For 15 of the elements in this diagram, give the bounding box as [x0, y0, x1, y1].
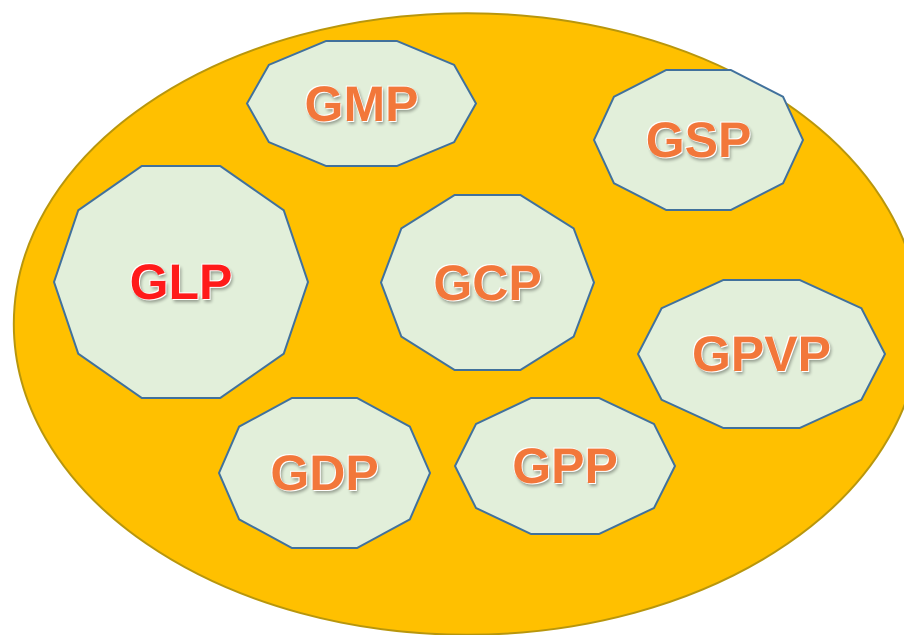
ellipse-background: [12, 12, 904, 635]
decagon-shape: [247, 41, 476, 166]
decagon-shape: [381, 195, 594, 370]
node-label: GLP: [130, 257, 232, 307]
decagon-shape: [638, 280, 885, 428]
node-label: GPP: [512, 441, 618, 491]
node-label: GPVP: [692, 329, 831, 379]
decagon-shape: [594, 70, 803, 210]
decagon-shape: [455, 398, 675, 534]
node-label: GMP: [304, 78, 418, 128]
decagon-shape: [219, 398, 430, 548]
node-label: GCP: [433, 258, 542, 308]
decagon-shape: [54, 166, 308, 398]
node-label: GDP: [270, 448, 379, 498]
node-label: GSP: [646, 115, 752, 165]
